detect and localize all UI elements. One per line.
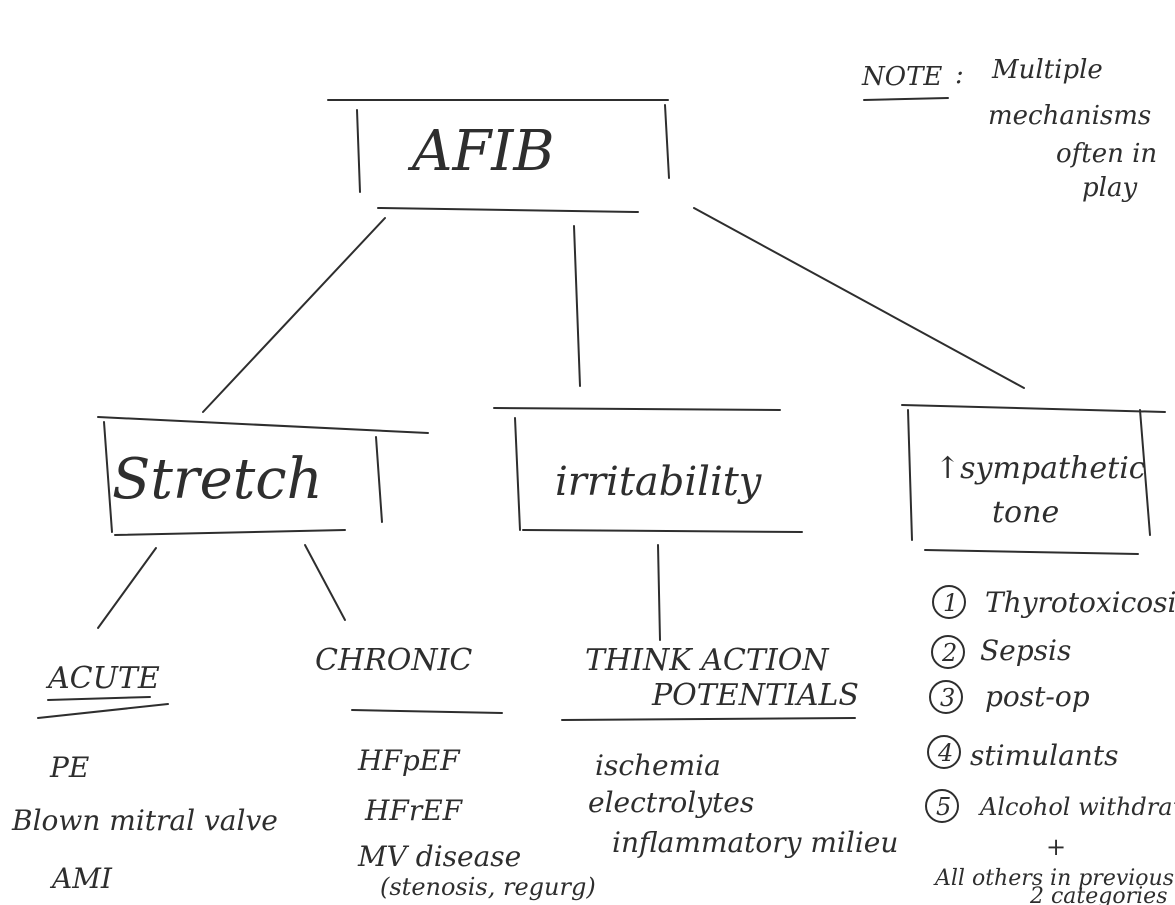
connector-to-acute [97, 547, 157, 629]
sympathetic-left-bar [907, 409, 913, 541]
sympathetic-footer-1: All others in previous [933, 866, 1174, 891]
chronic-item-3: MV disease [357, 840, 521, 873]
number-circle-5 [925, 789, 959, 823]
list-number-4: 4 [937, 739, 953, 767]
number-circle-1 [932, 585, 966, 619]
chronic-item-2: HFrEF [364, 794, 464, 827]
sympathetic-label-2: tone [992, 495, 1059, 530]
list-number-5: 5 [936, 793, 951, 821]
chronic-column: CHRONIC HFpEF HFrEF MV disease (stenosis… [315, 643, 596, 901]
chronic-item-4: (stenosis, regurg) [380, 873, 596, 901]
chronic-header: CHRONIC [315, 643, 472, 678]
irritability-divider [561, 717, 856, 721]
irritability-item-1: ischemia [595, 749, 721, 782]
sympathetic-top-line [901, 404, 1166, 413]
stretch-node: Stretch [97, 416, 429, 536]
list-number-3: 3 [940, 684, 955, 712]
list-text-1: Thyrotoxicosis [985, 586, 1175, 619]
root-left-bar [356, 109, 361, 193]
sympathetic-right-bar [1139, 409, 1151, 536]
connector-to-irritability [573, 225, 581, 387]
root-right-bar [664, 104, 670, 179]
chronic-divider [351, 709, 503, 714]
acute-item-3: AMI [49, 862, 113, 895]
chronic-item-1: HFpEF [357, 744, 461, 777]
list-text-2: Sepsis [980, 634, 1071, 667]
list-number-1: 1 [943, 589, 958, 617]
root-node: AFIB [327, 99, 670, 213]
acute-item-1: PE [49, 751, 89, 784]
number-circle-2 [931, 635, 965, 669]
list-text-3: post-op [985, 680, 1090, 713]
irritability-label: irritability [555, 459, 763, 505]
list-number-2: 2 [941, 639, 957, 667]
connector-to-stretch [202, 217, 386, 413]
note-block: NOTE : Multiple mechanisms often in play [861, 55, 1157, 203]
note-label: NOTE [861, 62, 942, 92]
root-bottom-line [377, 207, 639, 213]
irritability-top-line [493, 407, 781, 411]
list-item: 3 post-op [929, 680, 1090, 714]
stretch-right-bar [375, 436, 383, 523]
sympathetic-node: ↑sympathetic tone [901, 404, 1166, 555]
note-line-2: mechanisms [988, 101, 1151, 131]
irritability-bottom-line [522, 529, 803, 533]
note-underline [863, 97, 949, 101]
note-line-1: Multiple [991, 55, 1103, 85]
note-line-4: play [1082, 173, 1137, 203]
stretch-left-bar [103, 421, 113, 533]
irritability-left-bar [514, 417, 521, 531]
plus-sign: + [1046, 833, 1066, 861]
note-line-3: often in [1056, 139, 1157, 169]
list-item: 1 Thyrotoxicosis [932, 585, 1175, 619]
list-text-4: stimulants [970, 739, 1118, 772]
root-label: AFIB [407, 119, 555, 184]
stretch-label: Stretch [112, 447, 323, 512]
sympathetic-list: 1 Thyrotoxicosis 2 Sepsis 3 post-op 4 st… [925, 585, 1175, 905]
list-item: 2 Sepsis [931, 634, 1071, 669]
sympathetic-footer-2: 2 categories [1029, 884, 1167, 905]
list-text-5: Alcohol withdrawal [978, 793, 1175, 821]
acute-item-2: Blown mitral valve [11, 804, 278, 837]
connector-to-chronic [304, 544, 346, 621]
connector-to-sympathetic [693, 207, 1025, 389]
sympathetic-label-1: ↑sympathetic [935, 451, 1146, 486]
list-item: 4 stimulants [927, 735, 1118, 772]
number-circle-4 [927, 735, 961, 769]
irritability-item-2: electrolytes [588, 786, 754, 819]
acute-divider [37, 703, 169, 719]
stretch-top-line [97, 416, 429, 434]
number-circle-3 [929, 680, 963, 714]
acute-header-underline [47, 696, 151, 701]
irritability-node: irritability [493, 407, 803, 533]
stretch-bottom-line [114, 529, 346, 536]
irritability-header-2: POTENTIALS [651, 678, 859, 713]
sympathetic-bottom-line [924, 549, 1139, 555]
connector-to-action-potentials [657, 544, 661, 641]
irritability-column: THINK ACTION POTENTIALS ischemia electro… [561, 643, 898, 859]
acute-column: ACUTE PE Blown mitral valve AMI [11, 661, 278, 895]
list-item: 5 Alcohol withdrawal [925, 789, 1175, 823]
irritability-item-3: inflammatory milieu [612, 826, 898, 859]
acute-header: ACUTE [45, 661, 160, 696]
note-colon: : [955, 60, 964, 90]
irritability-header-1: THINK ACTION [585, 643, 830, 678]
